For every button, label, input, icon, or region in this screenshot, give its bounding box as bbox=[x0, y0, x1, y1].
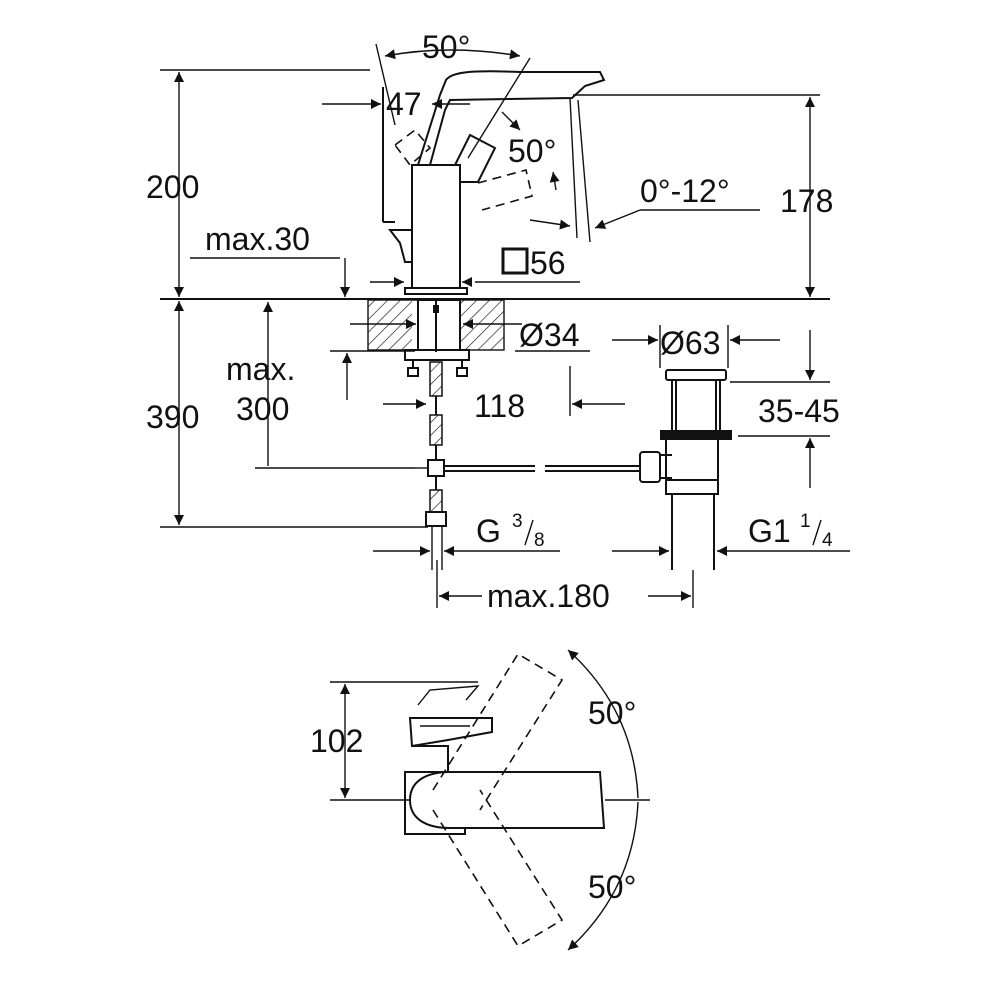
max-hose-label-1: max. bbox=[226, 351, 295, 387]
height-total-label: 200 bbox=[146, 169, 199, 205]
spout-swing-down bbox=[432, 789, 564, 948]
swivel-left-label: 50° bbox=[588, 695, 636, 731]
lever-offset-label: 47 bbox=[386, 86, 422, 122]
supply-thread-numerator: 3 bbox=[512, 511, 523, 532]
depth-label: 102 bbox=[310, 723, 363, 759]
lever-handle bbox=[417, 70, 606, 183]
lever-tilt-angle-label: 50° bbox=[508, 133, 556, 169]
max-deck-thickness-label: max.30 bbox=[205, 221, 310, 257]
waste-thread-label: G1 bbox=[748, 513, 791, 549]
supply-hose bbox=[425, 361, 447, 527]
hose-offset-label: 118 bbox=[474, 388, 525, 424]
max-spacing-label: max.180 bbox=[487, 578, 610, 614]
waste-height-range-label: 35-45 bbox=[758, 393, 840, 429]
top-view: 102 50° 50° bbox=[310, 649, 650, 951]
mounting-fittings bbox=[404, 300, 470, 377]
max-hose-label-2: 300 bbox=[236, 391, 289, 427]
lever-swing-angle-label: 50° bbox=[422, 29, 470, 65]
spout-height-label: 178 bbox=[780, 183, 833, 219]
spout-swing-up bbox=[432, 652, 564, 811]
hole-diameter-label: Ø34 bbox=[519, 317, 579, 353]
supply-thread-denominator: 8 bbox=[534, 530, 545, 551]
lever-swing-arc bbox=[384, 49, 521, 60]
lever-top bbox=[408, 685, 493, 772]
supply-thread-label: G bbox=[476, 513, 501, 549]
swivel-right-label: 50° bbox=[588, 869, 636, 905]
waste-thread-denominator: 4 bbox=[822, 530, 833, 551]
waste-thread-numerator: 1 bbox=[800, 511, 811, 532]
lever-alt-positions bbox=[393, 128, 533, 211]
waste-diameter-label: Ø63 bbox=[660, 325, 720, 361]
faucet-body bbox=[382, 87, 468, 295]
spout-top bbox=[408, 771, 606, 829]
below-deck-total-label: 390 bbox=[146, 399, 199, 435]
body-square-label: 56 bbox=[530, 245, 566, 281]
pop-up-rod bbox=[415, 459, 640, 477]
waste-assembly bbox=[639, 369, 732, 570]
side-view: 50° 47 50° 0°-12° 200 178 max.30 56 bbox=[146, 29, 850, 614]
spout-tilt-range-label: 0°-12° bbox=[640, 173, 730, 209]
square-symbol-icon bbox=[501, 247, 529, 275]
